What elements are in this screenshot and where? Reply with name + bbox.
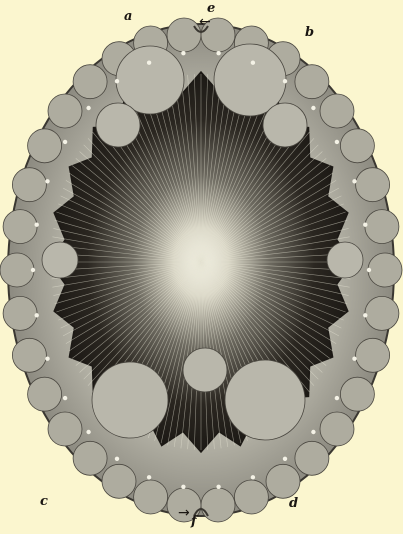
star-point xyxy=(31,268,35,272)
star-point xyxy=(367,268,371,272)
rim-lobe xyxy=(96,103,140,147)
star-point xyxy=(45,357,49,361)
rim-scallop xyxy=(295,65,329,99)
rim-scallop xyxy=(266,464,300,498)
rim-scallop xyxy=(12,338,46,372)
star-point xyxy=(352,179,356,183)
arrow-right-icon: → xyxy=(178,506,190,520)
star-point xyxy=(335,140,339,144)
star-point xyxy=(251,61,255,65)
star-point xyxy=(35,313,39,317)
rim-scallop xyxy=(28,377,62,411)
star-point xyxy=(181,51,185,55)
star-point xyxy=(311,430,315,434)
label-b: b xyxy=(305,26,314,39)
star-point xyxy=(63,140,67,144)
rim-scallop xyxy=(356,338,390,372)
rim-scallop xyxy=(167,18,201,52)
rim-scallop xyxy=(102,464,136,498)
rim-lobe xyxy=(263,103,307,147)
arrow-left-icon: ← xyxy=(199,15,211,29)
rim-scallop xyxy=(48,94,82,128)
label-a: a xyxy=(124,10,132,23)
rim-scallop xyxy=(28,129,62,163)
star-point xyxy=(311,106,315,110)
rim-scallop xyxy=(320,412,354,446)
star-point xyxy=(115,79,119,83)
rim-scallop xyxy=(73,441,107,475)
label-c: c xyxy=(40,495,48,508)
rim-lobe xyxy=(116,46,184,114)
label-d: d xyxy=(289,497,298,510)
rim-scallop xyxy=(73,65,107,99)
rim-lobe xyxy=(327,242,363,278)
star-point xyxy=(181,485,185,489)
star-point xyxy=(45,179,49,183)
rim-scallop xyxy=(365,210,399,244)
rim-scallop xyxy=(234,480,268,514)
star-point xyxy=(86,430,90,434)
star-point xyxy=(283,79,287,83)
rim-scallop xyxy=(356,168,390,202)
rim-scallop xyxy=(12,168,46,202)
rim-lobe xyxy=(225,360,305,440)
star-point xyxy=(363,313,367,317)
star-point xyxy=(35,223,39,227)
star-point xyxy=(63,396,67,400)
rim-lobe xyxy=(42,242,78,278)
rim-scallop xyxy=(295,441,329,475)
star-point xyxy=(352,357,356,361)
star-point xyxy=(363,223,367,227)
rim-scallop xyxy=(340,377,374,411)
star-point xyxy=(147,61,151,65)
star-point xyxy=(335,396,339,400)
star-point xyxy=(115,457,119,461)
rim-scallop xyxy=(320,94,354,128)
rim-scallop xyxy=(368,253,402,287)
rim-scallop xyxy=(201,488,235,522)
star-point xyxy=(86,106,90,110)
rim-scallop xyxy=(3,296,37,330)
star-point xyxy=(283,457,287,461)
label-f: f xyxy=(191,515,197,528)
star-point xyxy=(251,475,255,479)
rim-scallop xyxy=(3,210,37,244)
star-point xyxy=(216,51,220,55)
rim-lobe xyxy=(183,348,227,392)
rim-scallop xyxy=(48,412,82,446)
rim-scallop xyxy=(134,480,168,514)
rim-lobe xyxy=(92,362,168,438)
star-point xyxy=(147,475,151,479)
star-point xyxy=(216,485,220,489)
rim-scallop xyxy=(0,253,34,287)
rim-scallop xyxy=(365,296,399,330)
rim-scallop xyxy=(340,129,374,163)
